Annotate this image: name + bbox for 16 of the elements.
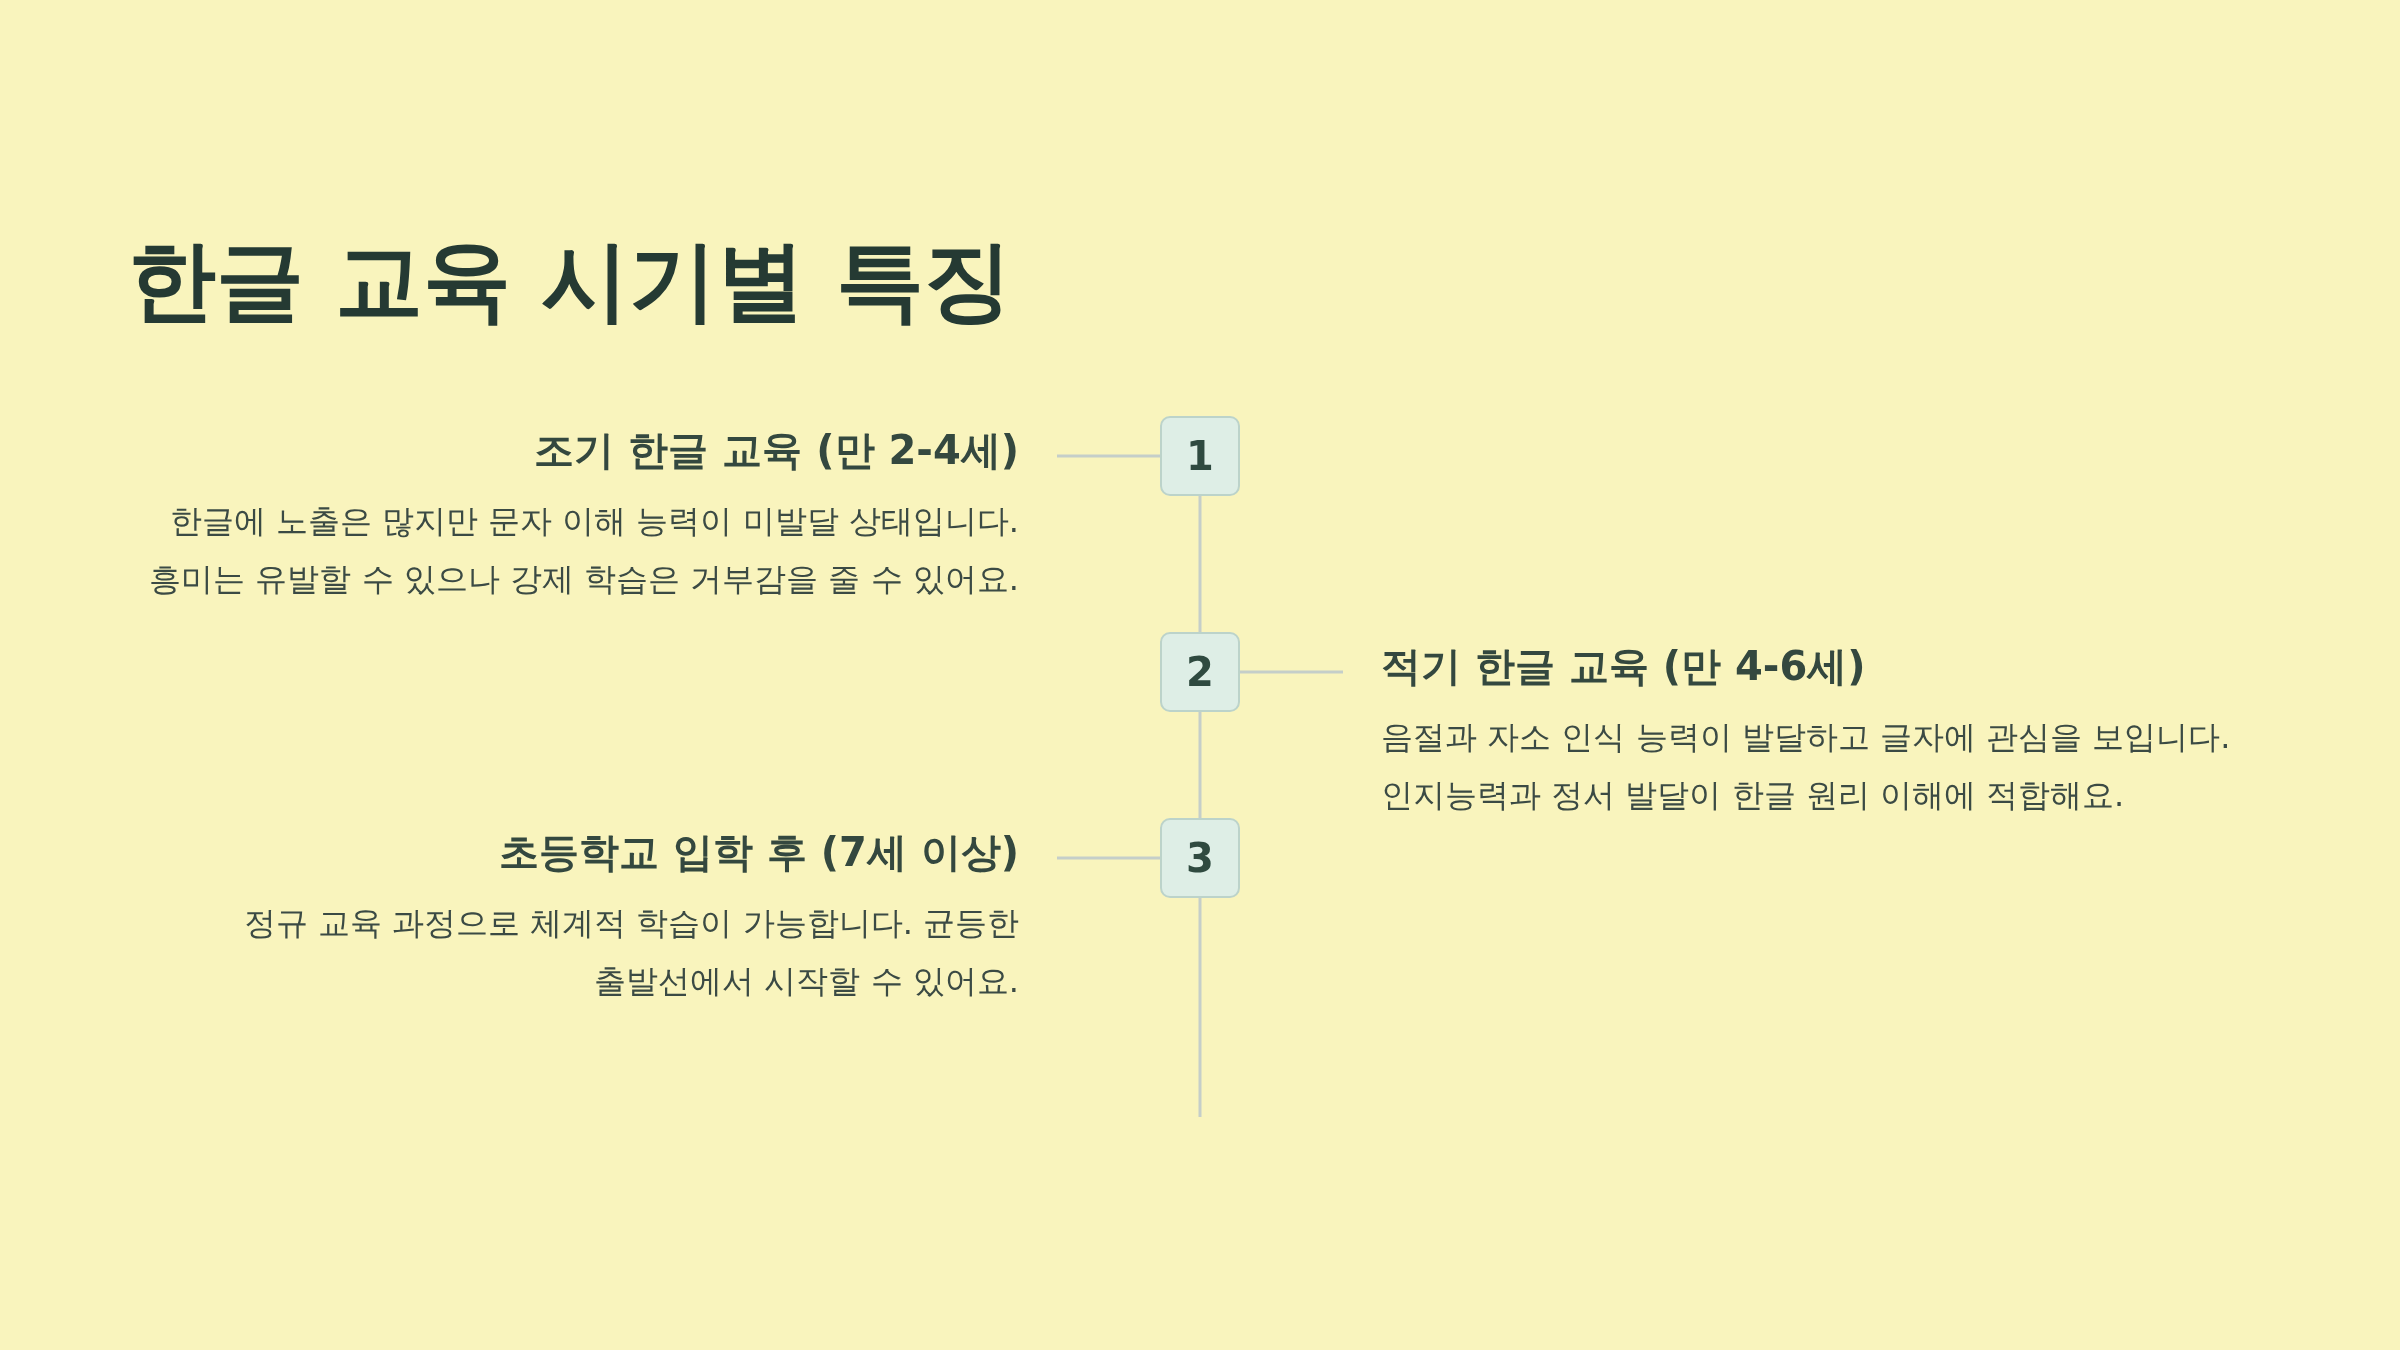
connector-line [1240,670,1343,674]
number-badge: 1 [1160,416,1240,496]
connector-line [1198,712,1202,818]
number-badge: 3 [1160,818,1240,898]
connector-line [1057,454,1160,458]
entry-description: 정규 교육 과정으로 체계적 학습이 가능합니다. 균등한 출발선에서 시작할 수 있어요. [242,903,1019,1002]
entry-heading: 적기 한글 교육 (만 4-6세) [1381,642,1866,691]
connector-line [1198,898,1202,1117]
entry-heading: 조기 한글 교육 (만 2-4세) [534,426,1019,475]
connector-line [1057,856,1160,860]
entry-description: 음절과 자소 인식 능력이 발달하고 글자에 관심을 보입니다. 인지능력과 정서 발달이 한글 원리 이해에 적합해요. [1381,717,2232,816]
entry-heading: 초등학교 입학 후 (7세 이상) [498,828,1019,877]
number-badge: 2 [1160,632,1240,712]
title: 한글 교육 시기별 특징 [128,228,1012,334]
connector-line [1198,496,1202,632]
entry-description: 한글에 노출은 많지만 문자 이해 능력이 미발달 상태입니다. 흥미는 유발할 수 있으나 강제 학습은 거부감을 줄 수 있어요. [148,501,1019,600]
